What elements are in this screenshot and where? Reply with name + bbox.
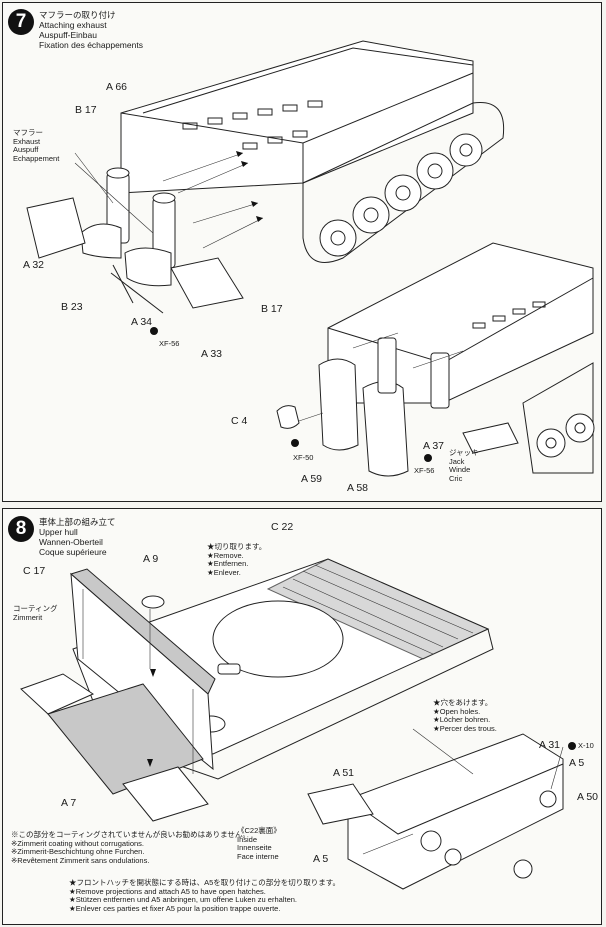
part-a33: A 33 <box>201 348 223 360</box>
zimmerit-jp: コーティング <box>13 604 58 613</box>
inside-note: 《C22裏面》 Inside Innenseite Face interne <box>237 826 281 861</box>
jack-jp: ジャッキ <box>449 448 479 457</box>
zimmerit-note: ※この部分をコーティングされていませんが良いお勧めはありません。 ※Zimmer… <box>11 830 250 865</box>
paint-dot-icon <box>424 454 432 463</box>
title-en: Upper hull <box>39 527 78 537</box>
muffler-en: Exhaust <box>13 136 41 146</box>
remove-note: ★切り取ります。 ★Remove. ★Entfernen. ★Enlever. <box>207 542 267 577</box>
muffler-label: マフラー Exhaust Auspuff Echappement <box>13 128 60 163</box>
step-7-illustration <box>26 40 595 477</box>
title-jp: 車体上部の組み立て <box>39 517 116 527</box>
jack-fr: Cric <box>449 473 463 483</box>
paint-xf50-label: XF-50 <box>293 453 314 462</box>
remove-note-jp: ★切り取ります。 <box>207 542 267 551</box>
holes-note-jp: ★穴をあけます。 <box>433 698 493 707</box>
inside-note-de: Innenseite <box>237 843 272 852</box>
part-c17: C 17 <box>23 565 46 577</box>
title-fr: Fixation des échappements <box>39 40 143 50</box>
step-7-title: マフラーの取り付け Attaching exhaust Auspuff-Einb… <box>39 10 143 50</box>
part-b17-b: B 17 <box>261 303 283 315</box>
inside-note-en: Inside <box>237 834 258 844</box>
holes-note: ★穴をあけます。 ★Open holes. ★Löcher bohren. ★P… <box>433 698 497 733</box>
inside-note-fr: Face interne <box>237 851 279 861</box>
zimmerit-note-jp: ※この部分をコーティングされていませんが良いお勧めはありません。 <box>11 830 250 839</box>
hatch-note-de: ★Stützen entfernen und A5 anbringen, um … <box>69 895 297 904</box>
step-8-title: 車体上部の組み立て Upper hull Wannen-Oberteil Coq… <box>39 517 116 557</box>
paint-xf50 <box>291 438 301 448</box>
part-a5-b: A 5 <box>313 853 329 865</box>
title-en: Attaching exhaust <box>39 20 107 30</box>
part-a34: A 34 <box>131 316 153 328</box>
paint-dot-icon <box>291 439 299 448</box>
zimmerit-label: コーティング Zimmerit <box>13 604 58 622</box>
jack-label: ジャッキ Jack Winde Cric <box>449 448 479 483</box>
title-fr: Coque supérieure <box>39 547 107 557</box>
zimmerit-note-en: ※Zimmerit coating without corrugations. <box>11 838 145 848</box>
remove-note-fr: ★Enlever. <box>207 567 241 577</box>
step-7-panel: 7 マフラーの取り付け Attaching exhaust Auspuff-Ei… <box>2 2 602 502</box>
part-b17: B 17 <box>75 104 97 116</box>
paint-xf56-b-label: XF-56 <box>414 466 435 475</box>
part-a59: A 59 <box>301 473 323 485</box>
step-8-panel: 8 車体上部の組み立て Upper hull Wannen-Oberteil C… <box>2 508 602 925</box>
muffler-jp: マフラー <box>13 128 43 137</box>
part-a58: A 58 <box>347 482 369 494</box>
zimmerit-de: Zimmerit <box>13 612 43 622</box>
part-c4: C 4 <box>231 415 248 427</box>
holes-note-en: ★Open holes. <box>433 706 481 716</box>
part-a51: A 51 <box>333 767 355 779</box>
hatch-note-fr: ★Enlever ces parties et fixer A5 pour la… <box>69 903 281 913</box>
title-de: Wannen-Oberteil <box>39 537 103 547</box>
hatch-note-jp: ★フロントハッチを開状態にする時は、A5を取り付けこの部分を切り取ります。 <box>69 878 340 887</box>
remove-note-de: ★Entfernen. <box>207 559 249 568</box>
hatch-note: ★フロントハッチを開状態にする時は、A5を取り付けこの部分を切り取ります。 ★R… <box>69 878 340 913</box>
paint-dot-icon <box>150 327 158 336</box>
part-a37: A 37 <box>423 440 445 452</box>
step-number-badge: 8 <box>8 516 34 542</box>
hatch-note-en: ★Remove projections and attach A5 to hav… <box>69 886 266 896</box>
part-a50: A 50 <box>577 791 599 803</box>
part-b23: B 23 <box>61 301 83 313</box>
paint-xf56-a-label: XF-56 <box>159 339 180 348</box>
part-c22: C 22 <box>271 521 294 533</box>
part-a9: A 9 <box>143 553 159 565</box>
part-a7: A 7 <box>61 797 77 809</box>
part-a5: A 5 <box>569 757 585 769</box>
step-8-illustration <box>20 558 564 890</box>
muffler-fr: Echappement <box>13 153 60 163</box>
part-a31: A 31 <box>539 739 561 751</box>
step-number-badge: 7 <box>8 9 34 35</box>
muffler-de: Auspuff <box>13 145 39 154</box>
paint-x10: X-10 <box>568 741 594 751</box>
zimmerit-note-fr: ※Revêtement Zimmerit sans ondulations. <box>11 855 150 865</box>
holes-note-de: ★Löcher bohren. <box>433 715 491 724</box>
remove-note-en: ★Remove. <box>207 550 244 560</box>
paint-x10-label: X-10 <box>578 741 594 750</box>
zimmerit-note-de: ※Zimmerit-Beschichtung ohne Furchen. <box>11 847 145 856</box>
paint-xf56-a <box>150 326 160 336</box>
jack-de: Winde <box>449 465 471 474</box>
part-a66: A 66 <box>106 81 128 93</box>
jack-en: Jack <box>449 456 465 466</box>
paint-dot-icon <box>568 742 576 751</box>
inside-note-jp: 《C22裏面》 <box>237 826 281 835</box>
title-jp: マフラーの取り付け <box>39 10 116 20</box>
paint-xf56-b <box>424 453 434 463</box>
title-de: Auspuff-Einbau <box>39 30 97 40</box>
part-a32: A 32 <box>23 259 45 271</box>
holes-note-fr: ★Percer des trous. <box>433 723 497 733</box>
